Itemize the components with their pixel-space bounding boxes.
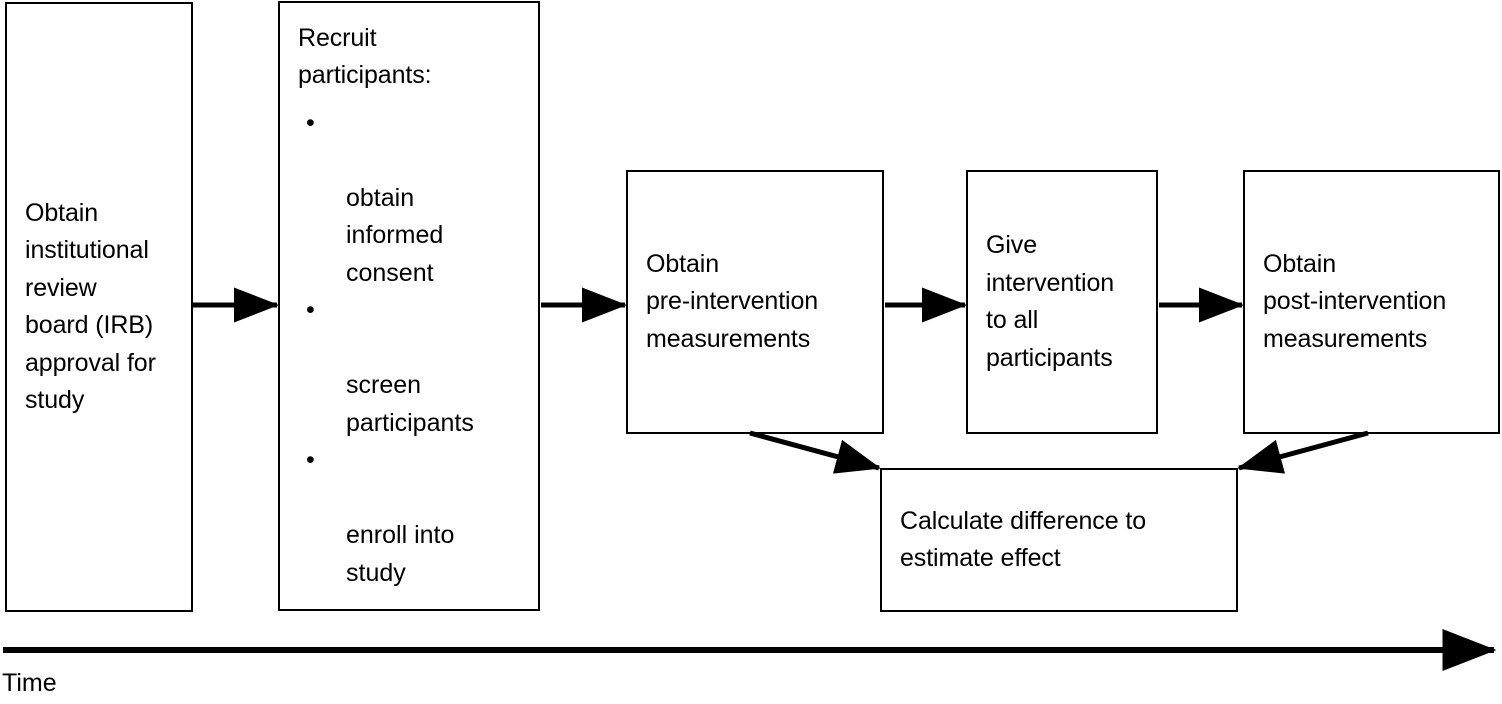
node-post-intervention-label: Obtain post-intervention measurements [1263, 249, 1447, 353]
arrow-post-measurements-to-calculate [1237, 430, 1369, 474]
node-calculate-difference[interactable]: Calculate difference to estimate effect [880, 468, 1238, 612]
time-axis-label: Time [2, 669, 57, 697]
recruit-bullet-list: • obtain informed consent • screen parti… [280, 105, 538, 593]
node-post-intervention-measurements[interactable]: Obtain post-intervention measurements [1243, 170, 1500, 434]
bullet-dot-icon: • [306, 108, 315, 137]
arrow-pre-measurements-to-calculate [749, 430, 881, 474]
list-item: • screen participants [298, 292, 528, 442]
node-irb-approval[interactable]: Obtain institutional review board (IRB) … [5, 2, 193, 612]
list-item-label: enroll into study [346, 521, 455, 587]
node-recruit-participants[interactable]: Recruit participants: • obtain informed … [278, 1, 540, 611]
bullet-dot-icon: • [306, 446, 315, 475]
node-calculate-difference-label: Calculate difference to estimate effect [900, 506, 1147, 573]
list-item-label: obtain informed consent [346, 183, 444, 287]
list-item: • obtain informed consent [298, 105, 528, 293]
node-pre-intervention-label: Obtain pre-intervention measurements [646, 249, 819, 353]
node-give-intervention-label: Give intervention to all participants [986, 231, 1115, 372]
node-give-intervention[interactable]: Give intervention to all participants [966, 170, 1158, 434]
list-item-label: screen participants [346, 371, 474, 437]
list-item: • enroll into study [298, 442, 528, 592]
node-irb-approval-label: Obtain institutional review board (IRB) … [25, 198, 156, 415]
node-recruit-heading: Recruit participants: [298, 23, 432, 90]
node-pre-intervention-measurements[interactable]: Obtain pre-intervention measurements [626, 170, 884, 434]
bullet-dot-icon: • [306, 296, 315, 325]
